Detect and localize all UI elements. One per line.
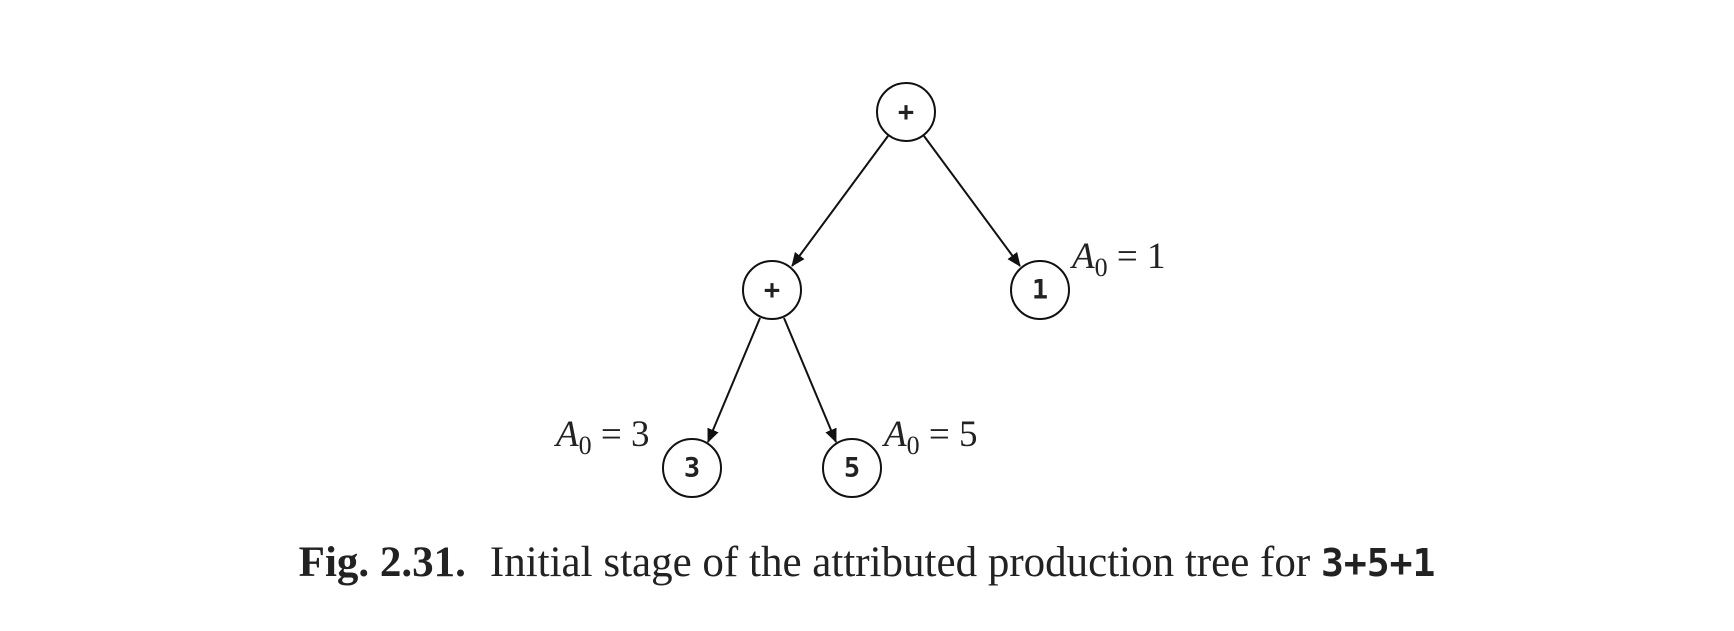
attribute-subscript: 0 <box>579 431 592 460</box>
attribute-label-one: A0 = 1 <box>1069 236 1165 282</box>
attribute-subscript: 0 <box>1095 253 1108 282</box>
attribute-equals: = <box>592 414 631 455</box>
tree-node-one: 1 <box>1010 260 1070 320</box>
attribute-label-five: A0 = 5 <box>881 414 977 460</box>
figure-caption: Fig. 2.31. Initial stage of the attribute… <box>0 538 1734 587</box>
node-label: 3 <box>684 453 700 484</box>
edge-root-to-one <box>923 135 1021 267</box>
attribute-var: A <box>1069 236 1095 277</box>
attribute-var: A <box>553 414 579 455</box>
edges <box>707 135 1021 443</box>
node-label: 1 <box>1032 275 1048 306</box>
attribute-subscript: 0 <box>907 431 920 460</box>
attribute-label-three: A0 = 3 <box>553 414 649 460</box>
figure-number: Fig. 2.31. <box>298 539 466 586</box>
attribute-equals: = <box>1108 236 1147 277</box>
edge-plus-to-three <box>707 317 761 443</box>
attribute-equals: = <box>920 414 959 455</box>
caption-code: 3+5+1 <box>1320 541 1436 585</box>
attribute-var: A <box>881 414 907 455</box>
attribute-value: 3 <box>631 414 650 455</box>
tree-node-root: + <box>876 82 936 142</box>
tree-node-three: 3 <box>662 438 722 498</box>
edge-plus-to-five <box>783 317 837 443</box>
node-label: 5 <box>844 453 860 484</box>
caption-text: Initial stage of the attributed producti… <box>489 539 1321 586</box>
edge-root-to-plus <box>791 135 889 267</box>
attribute-value: 1 <box>1147 236 1166 277</box>
tree-node-plus: + <box>742 260 802 320</box>
attribute-value: 5 <box>959 414 978 455</box>
node-label: + <box>764 275 780 306</box>
tree-node-five: 5 <box>822 438 882 498</box>
node-label: + <box>898 97 914 128</box>
